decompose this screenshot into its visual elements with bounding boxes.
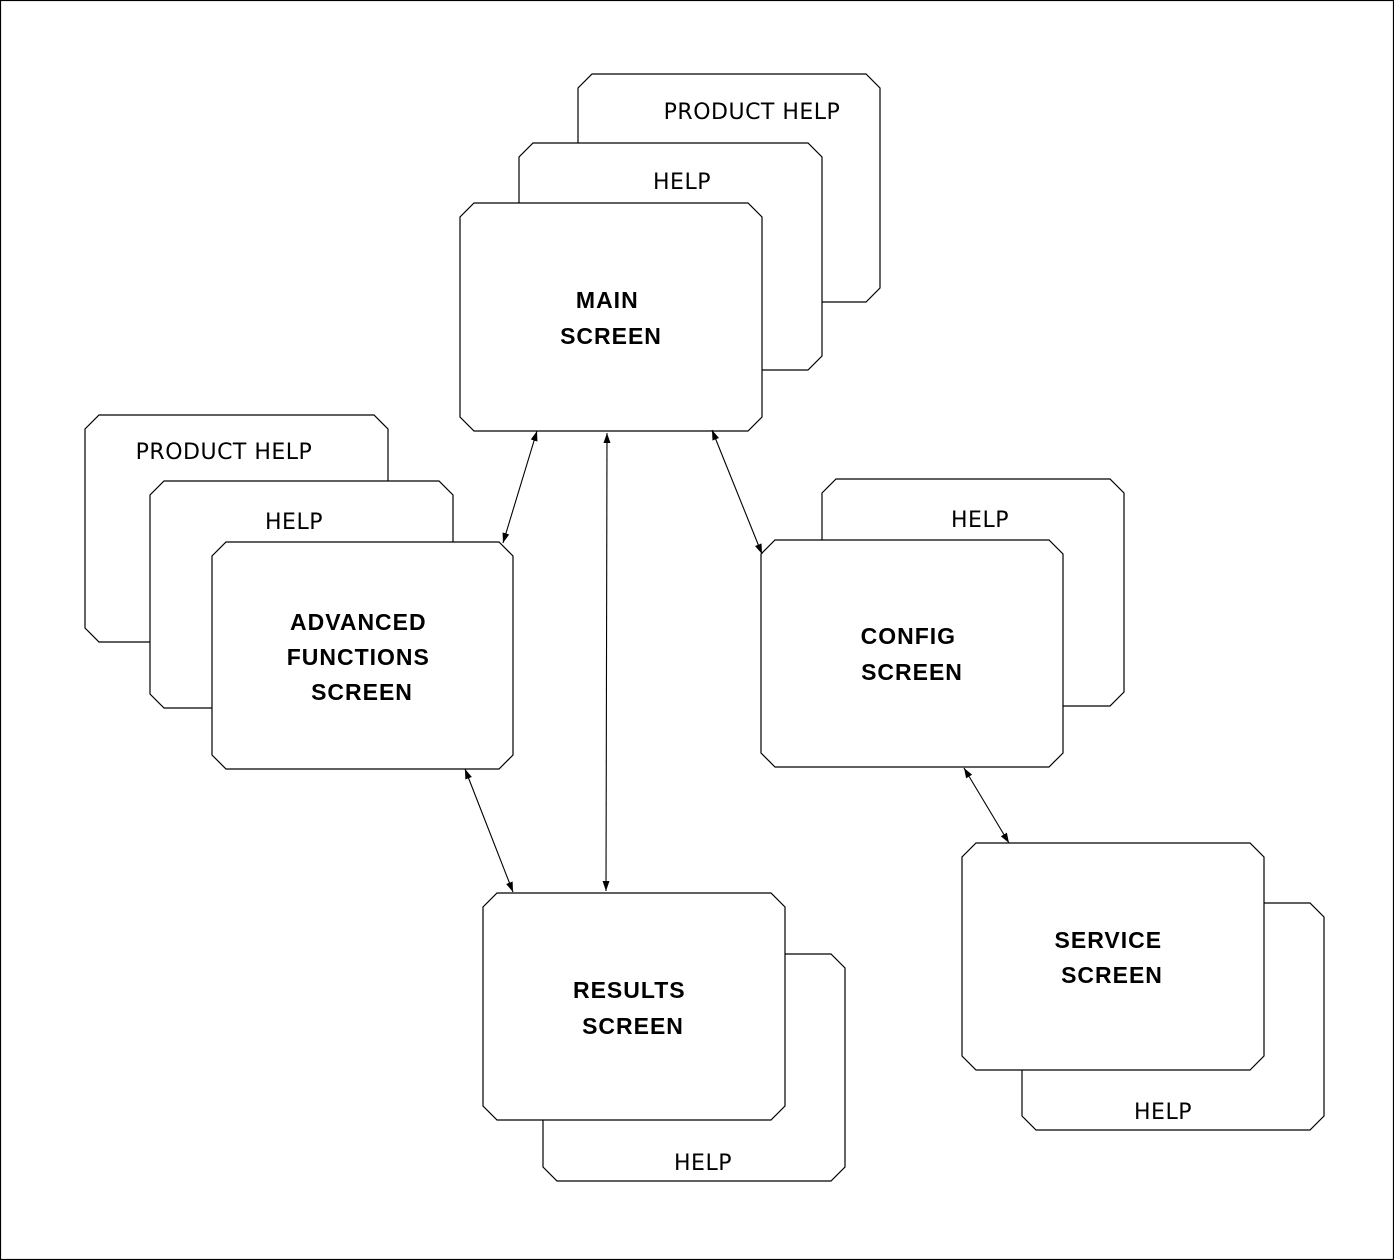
service-screen-box	[961, 842, 1265, 1071]
arrow-main-config	[711, 429, 763, 555]
results-screen-label: RESULTS SCREEN	[573, 977, 693, 1039]
service-help-label: HELP	[1134, 1100, 1192, 1125]
config-screen-box	[760, 539, 1064, 768]
arrow-main-advanced	[502, 430, 538, 544]
results-help-label: HELP	[674, 1151, 732, 1176]
main-product-help-label: PRODUCT HELP	[664, 100, 841, 125]
arrow-advanced-results	[464, 768, 514, 893]
main-screen-label: MAIN SCREEN	[560, 287, 662, 349]
arrow-main-results	[602, 432, 611, 892]
advanced-product-help-label: PRODUCT HELP	[136, 440, 313, 465]
service-screen-label: SERVICE SCREEN	[1055, 927, 1170, 988]
results-screen-box	[482, 892, 786, 1121]
arrow-config-service	[963, 767, 1010, 844]
config-screen-label: CONFIG SCREEN	[861, 623, 964, 685]
config-help-label: HELP	[951, 508, 1009, 533]
advanced-help-label: HELP	[265, 510, 323, 535]
main-help-label: HELP	[653, 170, 711, 195]
main-screen-box	[459, 202, 763, 432]
advanced-functions-screen-label: ADVANCED FUNCTIONS SCREEN	[287, 609, 438, 705]
